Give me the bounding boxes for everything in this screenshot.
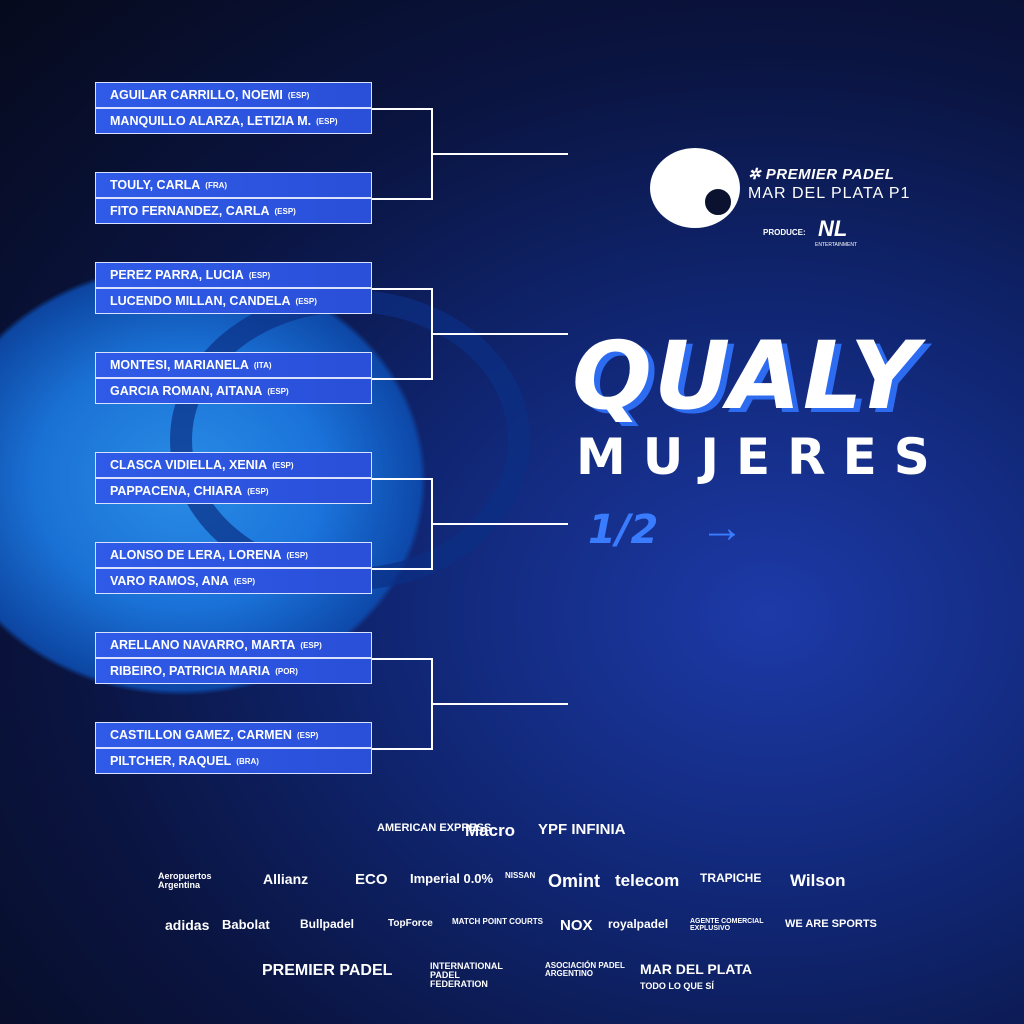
player-name: CLASCA VIDIELLA, XENIA	[110, 458, 268, 472]
sponsor-logo: ECO	[355, 871, 388, 888]
sponsor-logo: telecom	[615, 871, 680, 890]
sponsor-logo: Wilson	[790, 871, 846, 890]
player-name: FITO FERNANDEZ, CARLA	[110, 204, 270, 218]
sponsor-logo: Imperial 0.0%	[410, 871, 494, 886]
bracket-line	[372, 568, 432, 570]
player-slot: LUCENDO MILLAN, CANDELA (ESP)	[95, 288, 372, 314]
sponsor-logo: royalpadel	[608, 917, 669, 931]
bracket-line	[432, 153, 568, 155]
bracket-line	[432, 333, 568, 335]
player-country: (ESP)	[300, 640, 322, 650]
player-name: TOULY, CARLA	[110, 178, 201, 192]
sponsor-logo: TRAPICHE	[700, 871, 762, 885]
player-country: (BRA)	[236, 756, 259, 766]
player-name: AGUILAR CARRILLO, NOEMI	[110, 88, 283, 102]
sponsor-logo: WE ARE SPORTS	[785, 918, 877, 930]
player-slot: MANQUILLO ALARZA, LETIZIA M. (ESP)	[95, 108, 372, 134]
bracket-line	[372, 378, 432, 380]
player-country: (POR)	[275, 666, 298, 676]
player-name: PILTCHER, RAQUEL	[110, 754, 232, 768]
player-country: (ESP)	[295, 296, 317, 306]
bracket-line	[372, 478, 432, 480]
player-slot: AGUILAR CARRILLO, NOEMI (ESP)	[95, 82, 372, 108]
sponsor-logo: YPF INFINIA	[538, 821, 626, 838]
bracket-line	[372, 658, 432, 660]
player-country: (ESP)	[296, 730, 319, 740]
sponsor-logo: Omint	[548, 871, 600, 891]
player-slot: FITO FERNANDEZ, CARLA (ESP)	[95, 198, 372, 224]
event-logo	[650, 148, 740, 228]
bracket-line	[432, 523, 568, 525]
player-slot: GARCIA ROMAN, AITANA (ESP)	[95, 378, 372, 404]
sponsor-logo: MAR DEL PLATA	[640, 961, 752, 977]
sponsor-logo: Allianz	[263, 871, 309, 887]
player-country: (ITA)	[253, 360, 272, 370]
player-slot: VARO RAMOS, ANA (ESP)	[95, 568, 372, 594]
player-country: (ESP)	[267, 386, 289, 396]
player-slot: ARELLANO NAVARRO, MARTA (ESP)	[95, 632, 372, 658]
player-name: PAPPACENA, CHIARA	[110, 484, 243, 498]
sponsor-logo: Bullpadel	[300, 917, 355, 931]
bracket-line	[372, 288, 432, 290]
player-name: PEREZ PARRA, LUCIA	[110, 268, 244, 282]
player-name: MANQUILLO ALARZA, LETIZIA M.	[110, 114, 312, 128]
player-slot: PEREZ PARRA, LUCIA (ESP)	[95, 262, 372, 288]
player-country: (ESP)	[287, 90, 310, 100]
sponsor-logo: Babolat	[222, 917, 270, 932]
sponsor-logo: TopForce	[388, 918, 433, 929]
player-slot: ALONSO DE LERA, LORENA (ESP)	[95, 542, 372, 568]
sponsor-logo: PREMIER PADEL	[262, 962, 393, 979]
player-country: (ESP)	[247, 486, 269, 496]
player-country: (ESP)	[248, 270, 271, 280]
player-name: VARO RAMOS, ANA	[110, 574, 229, 588]
bracket-line	[432, 703, 568, 705]
brand-name: ✲ PREMIER PADEL	[748, 166, 895, 183]
player-slot: CLASCA VIDIELLA, XENIA (ESP)	[95, 452, 372, 478]
event-title: MAR DEL PLATA P1	[748, 185, 911, 202]
sponsor-logo: MATCH POINT COURTS	[452, 917, 543, 926]
bracket-line	[372, 748, 432, 750]
bracket-line	[372, 198, 432, 200]
produce-label: PRODUCE:	[763, 228, 806, 237]
player-country: (ESP)	[286, 550, 308, 560]
player-slot: CASTILLON GAMEZ, CARMEN (ESP)	[95, 722, 372, 748]
sponsor-logo: Macro	[465, 821, 516, 840]
player-slot: TOULY, CARLA (FRA)	[95, 172, 372, 198]
player-country: (ESP)	[272, 460, 294, 470]
player-name: ARELLANO NAVARRO, MARTA	[110, 638, 296, 652]
sponsor-logo: adidas	[165, 917, 210, 933]
headline-qualy: QUALY	[572, 322, 921, 431]
player-country: (ESP)	[316, 116, 338, 126]
player-slot: MONTESI, MARIANELA (ITA)	[95, 352, 372, 378]
sponsor-logo: NOX	[560, 917, 593, 934]
player-country: (FRA)	[205, 180, 228, 190]
sponsor-logo: TODO LO QUE SÍ	[640, 981, 714, 991]
player-name: LUCENDO MILLAN, CANDELA	[110, 294, 291, 308]
sponsor-logo: NISSAN	[505, 871, 536, 880]
round-label: 1/2	[588, 507, 659, 553]
producer-sub: ENTERTAINMENT	[815, 242, 858, 248]
player-slot: PAPPACENA, CHIARA (ESP)	[95, 478, 372, 504]
player-name: ALONSO DE LERA, LORENA	[110, 548, 282, 562]
producer-logo: NL	[818, 216, 848, 241]
player-country: (ESP)	[233, 576, 256, 586]
sponsor-logo: Aeropuertos Argentina	[158, 871, 212, 890]
sponsor-logo: INTERNATIONAL PADEL FEDERATION	[430, 961, 503, 989]
sponsor-logo: AMERICAN EXPRESS	[377, 822, 492, 834]
player-slot: PILTCHER, RAQUEL (BRA)	[95, 748, 372, 774]
bracket-line	[372, 108, 432, 110]
sponsor-logo: ASOCIACIÓN PADEL ARGENTINO	[545, 961, 625, 978]
player-name: GARCIA ROMAN, AITANA	[110, 384, 263, 398]
player-slot: RIBEIRO, PATRICIA MARIA (POR)	[95, 658, 372, 684]
player-country: (ESP)	[274, 206, 296, 216]
player-name: CASTILLON GAMEZ, CARMEN	[110, 728, 292, 742]
arrow-right-icon: →	[700, 503, 744, 552]
player-name: RIBEIRO, PATRICIA MARIA	[110, 664, 271, 678]
player-name: MONTESI, MARIANELA	[110, 358, 249, 372]
sponsor-logo: AGENTE COMERCIAL EXPLUSIVO	[690, 918, 764, 932]
headline-mujeres: MUJERES	[576, 428, 947, 486]
